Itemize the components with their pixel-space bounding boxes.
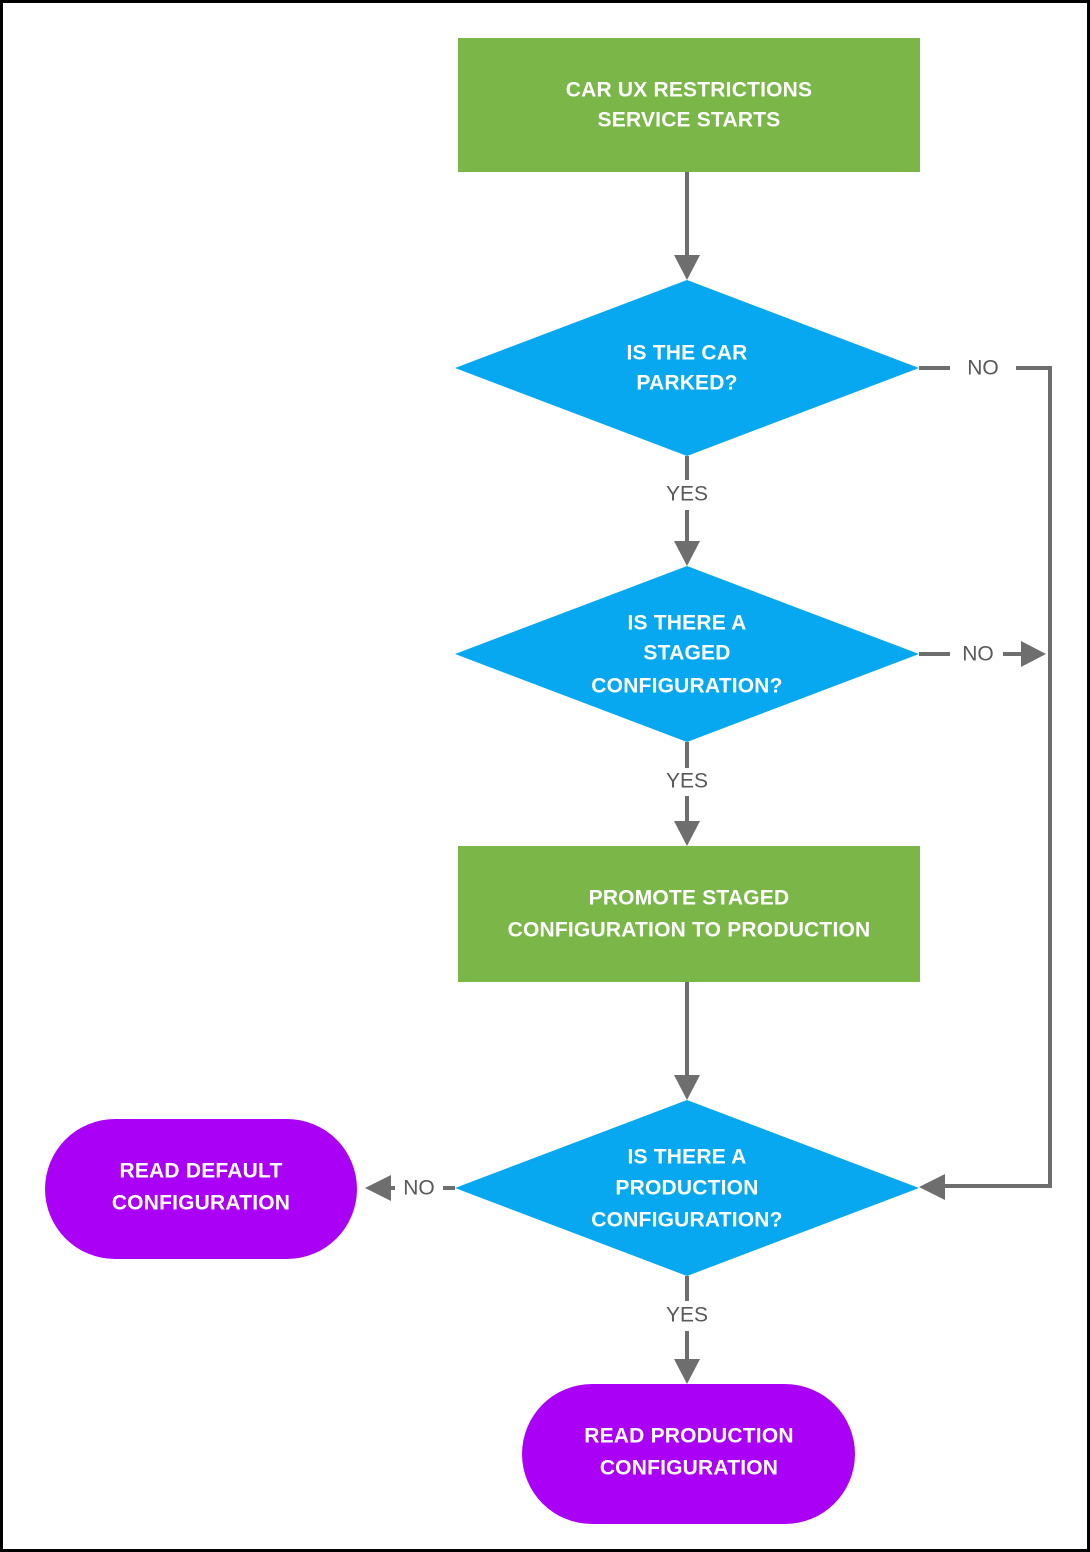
- node-read-production-configuration[interactable]: READ PRODUCTION CONFIGURATION: [522, 1384, 855, 1524]
- edge-label-staged-config-no: NO: [962, 643, 994, 666]
- node-label-line-2: CONFIGURATION TO PRODUCTION: [508, 919, 871, 942]
- node-label-line-1: READ PRODUCTION: [584, 1425, 794, 1448]
- node-is-the-car-parked[interactable]: IS THE CAR PARKED?: [455, 280, 919, 456]
- node-car-ux-restrictions-service-starts[interactable]: CAR UX RESTRICTIONS SERVICE STARTS: [458, 38, 920, 172]
- edge-label-car-parked-yes: YES: [666, 483, 708, 506]
- node-label-line-1: READ DEFAULT: [119, 1160, 282, 1183]
- node-label-line-2: PRODUCTION: [615, 1177, 758, 1200]
- node-label-line-1: IS THERE A: [627, 1146, 746, 1169]
- node-label-line-1: PROMOTE STAGED: [589, 887, 790, 910]
- node-label-line-2: CONFIGURATION: [600, 1457, 778, 1480]
- node-is-there-a-staged-configuration[interactable]: IS THERE A STAGED CONFIGURATION?: [455, 566, 919, 742]
- node-shape-rectangle: [458, 38, 920, 172]
- node-read-default-configuration[interactable]: READ DEFAULT CONFIGURATION: [45, 1119, 357, 1259]
- node-label-line-2: SERVICE STARTS: [598, 109, 781, 132]
- node-label-line-3: CONFIGURATION?: [591, 675, 782, 698]
- node-label-line-2: CONFIGURATION: [112, 1192, 290, 1215]
- edge-label-production-config-no: NO: [403, 1177, 435, 1200]
- edge-staged-config-yes: YES: [666, 742, 708, 846]
- node-promote-staged-configuration-to-production[interactable]: PROMOTE STAGED CONFIGURATION TO PRODUCTI…: [458, 846, 920, 982]
- edge-production-config-yes: YES: [666, 1276, 708, 1384]
- node-label-line-1: IS THERE A: [627, 612, 746, 635]
- node-shape-diamond: [455, 566, 919, 742]
- node-shape-diamond: [455, 1100, 919, 1276]
- node-label-line-2: STAGED: [643, 642, 730, 665]
- node-label-line-2: PARKED?: [636, 372, 737, 395]
- edge-start-to-car-parked: [674, 172, 700, 280]
- edge-car-parked-yes: YES: [666, 456, 708, 566]
- node-is-there-a-production-configuration[interactable]: IS THERE A PRODUCTION CONFIGURATION?: [455, 1100, 919, 1276]
- edge-car-parked-no: NO: [919, 357, 1052, 1188]
- node-label-line-1: CAR UX RESTRICTIONS: [566, 79, 812, 102]
- node-shape-stadium: [45, 1119, 357, 1259]
- edge-promote-to-production-config: [674, 982, 700, 1100]
- node-label-line-3: CONFIGURATION?: [591, 1209, 782, 1232]
- node-shape-diamond: [455, 280, 919, 456]
- node-shape-stadium: [522, 1384, 855, 1524]
- edge-staged-config-no: NO: [919, 641, 1046, 667]
- edge-label-car-parked-no: NO: [967, 357, 999, 380]
- node-shape-rectangle: [458, 846, 920, 982]
- edge-production-config-no: NO: [365, 1175, 455, 1201]
- flowchart-svg: NO YES NO YES: [45, 38, 1052, 1524]
- edge-rail-into-production-config: [919, 1174, 1050, 1200]
- node-label-line-1: IS THE CAR: [626, 342, 747, 365]
- edge-label-staged-config-yes: YES: [666, 770, 708, 793]
- edge-label-production-config-yes: YES: [666, 1304, 708, 1327]
